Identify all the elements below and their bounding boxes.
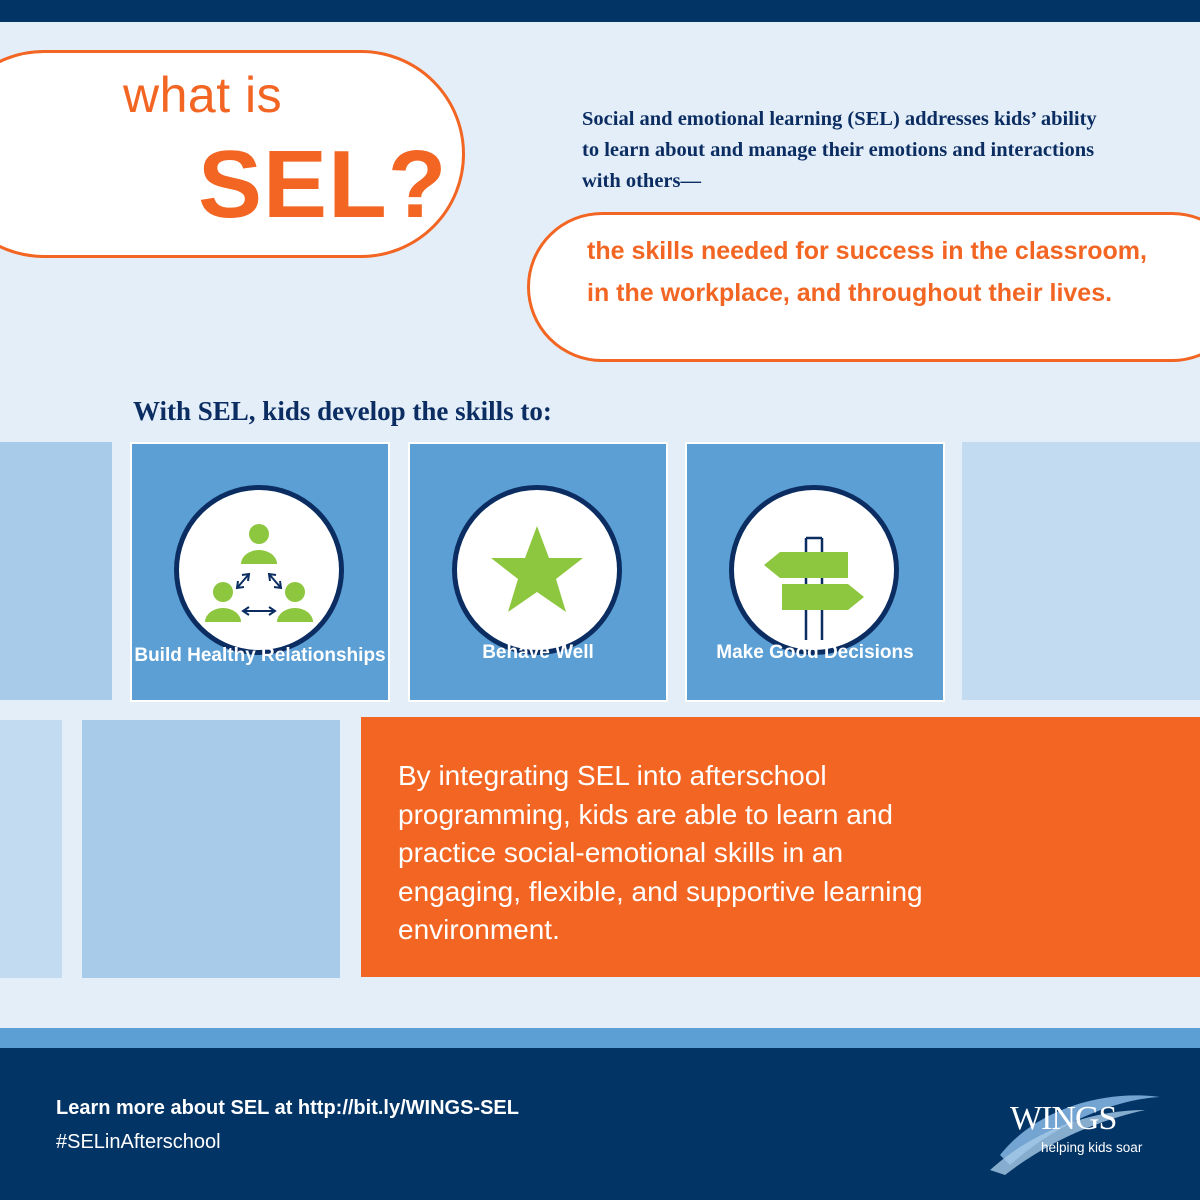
decor-tile bbox=[0, 720, 62, 978]
footer bbox=[0, 1048, 1200, 1200]
intro-text: Social and emotional learning (SEL) addr… bbox=[582, 108, 1097, 192]
logo-tagline: helping kids soar bbox=[1041, 1140, 1143, 1155]
decor-tile bbox=[82, 720, 340, 978]
wings-swoosh-icon bbox=[990, 1095, 1160, 1175]
title-pill bbox=[0, 50, 465, 258]
skill-card-decisions: Make Good Decisions bbox=[685, 442, 945, 702]
hashtag: #SELinAfterschool bbox=[56, 1131, 221, 1153]
body-text: By integrating SEL into afterschool prog… bbox=[398, 760, 923, 945]
title-line-2: SEL? bbox=[198, 131, 448, 238]
title-line-1: what is bbox=[123, 67, 283, 123]
skill-label: Build Healthy Relationships bbox=[134, 645, 386, 666]
footer-stripe bbox=[0, 1028, 1200, 1048]
quote-text: the skills needed for success in the cla… bbox=[587, 237, 1147, 307]
learn-more-link[interactable]: Learn more about SEL at http://bit.ly/WI… bbox=[56, 1097, 519, 1119]
quote-pill bbox=[527, 212, 1200, 362]
skill-card-relationships: Build Healthy Relationships bbox=[130, 442, 390, 702]
people-triangle-icon bbox=[174, 485, 344, 655]
decor-tile bbox=[962, 442, 1200, 700]
skill-card-behave: Behave Well bbox=[408, 442, 668, 702]
highlight-panel bbox=[361, 717, 1200, 977]
logo-wordmark: WINGS bbox=[1010, 1100, 1117, 1137]
skills-heading: With SEL, kids develop the skills to: bbox=[133, 396, 552, 426]
star-icon bbox=[452, 485, 622, 655]
signpost-icon bbox=[729, 485, 899, 655]
top-bar bbox=[0, 0, 1200, 22]
skill-label: Make Good Decisions bbox=[716, 642, 914, 663]
skill-label: Behave Well bbox=[482, 642, 594, 663]
decor-tile bbox=[0, 442, 112, 700]
